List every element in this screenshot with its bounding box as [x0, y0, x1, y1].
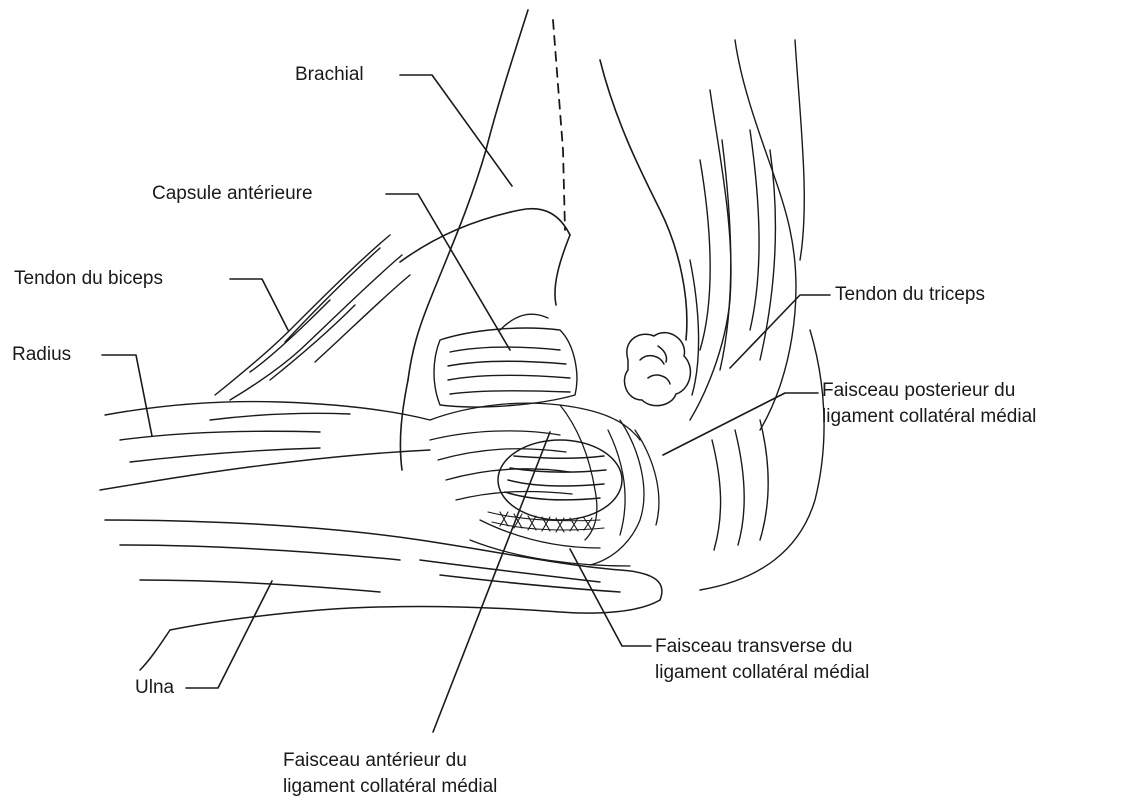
leader-biceps	[230, 279, 288, 330]
crosshatch-band	[488, 512, 604, 532]
label-transverse-line2: ligament collatéral médial	[655, 660, 869, 686]
label-brachial: Brachial	[295, 62, 364, 88]
leader-radius	[102, 355, 152, 436]
label-ulna: Ulna	[135, 675, 174, 701]
leader-triceps	[730, 295, 830, 368]
medial-epicondyle-drawing	[624, 333, 690, 406]
label-faisceau-posterieur: Faisceau posterieur du ligament collatér…	[822, 378, 1036, 430]
label-brachial-text: Brachial	[295, 62, 364, 88]
ulna-drawing	[105, 520, 662, 670]
label-faisceau-transverse: Faisceau transverse du ligament collatér…	[655, 634, 869, 686]
label-tendon-biceps: Tendon du biceps	[14, 266, 163, 292]
label-biceps-text: Tendon du biceps	[14, 266, 163, 292]
label-radius: Radius	[12, 342, 71, 368]
leader-ulna	[186, 581, 272, 688]
label-anterior-line2: ligament collatéral médial	[283, 774, 497, 800]
leader-brachial	[400, 75, 512, 186]
label-capsule-text: Capsule antérieure	[152, 181, 313, 207]
label-posterior-line1: Faisceau posterieur du	[822, 378, 1036, 404]
label-tendon-triceps: Tendon du triceps	[835, 282, 985, 308]
label-posterior-line2: ligament collatéral médial	[822, 404, 1036, 430]
leader-anterior	[433, 432, 550, 732]
label-capsule-anterieure: Capsule antérieure	[152, 181, 313, 207]
label-radius-text: Radius	[12, 342, 71, 368]
label-faisceau-anterieur: Faisceau antérieur du ligament collatéra…	[283, 748, 497, 800]
label-anterior-line1: Faisceau antérieur du	[283, 748, 497, 774]
label-ulna-text: Ulna	[135, 675, 174, 701]
biceps-tendon-drawing	[215, 235, 410, 400]
olecranon-drawing	[498, 440, 622, 520]
collateral-ligament-drawing	[430, 403, 659, 566]
label-transverse-line1: Faisceau transverse du	[655, 634, 869, 660]
leader-posterior	[663, 393, 818, 455]
anterior-capsule-drawing	[434, 314, 577, 407]
triceps-muscle-drawing	[690, 40, 824, 590]
radius-forearm-drawing	[100, 402, 430, 490]
humerus-dashed-axis	[553, 20, 565, 230]
label-triceps-text: Tendon du triceps	[835, 282, 985, 308]
leader-transverse	[570, 549, 651, 646]
